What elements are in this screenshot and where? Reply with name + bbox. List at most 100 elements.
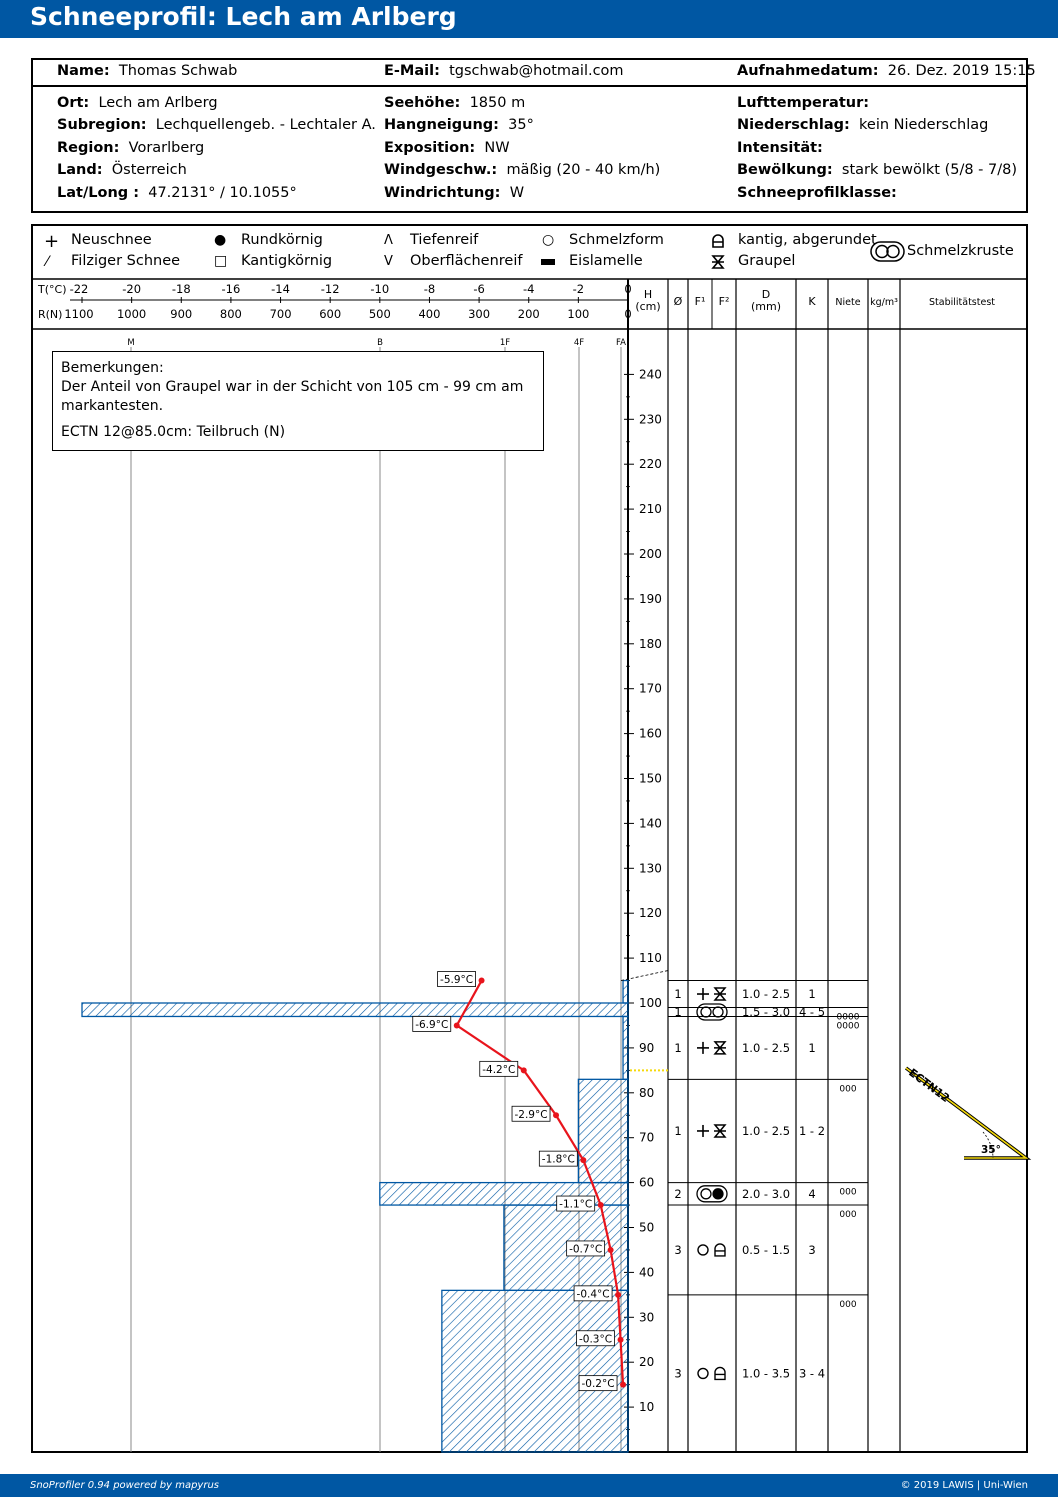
ram-profile-segment	[622, 1015, 629, 1080]
stability-test-label: ECTN12	[906, 1066, 952, 1105]
subregion-label: Subregion:	[57, 117, 147, 133]
land-value: Österreich	[111, 162, 187, 178]
name-value: Thomas Schwab	[118, 63, 238, 79]
resistance-tick-label: 300	[468, 307, 490, 321]
hardness-label: FA	[616, 338, 626, 348]
legend-schmelzform: Schmelzform	[569, 232, 664, 248]
temperature-tick-label: 0	[624, 282, 631, 296]
temperature-label-box	[412, 1016, 452, 1032]
temperature-label: -0.2°C	[581, 1378, 614, 1390]
legend-eislamelle: Eislamelle	[569, 253, 643, 269]
temperature-label-box	[556, 1195, 596, 1212]
height-tick-label: 130	[639, 861, 662, 875]
klasse-label: Schneeprofilklasse:	[737, 185, 897, 201]
ort-value: Lech am Arlberg	[98, 95, 218, 111]
niederschlag-value: kein Niederschlag	[859, 117, 989, 133]
niederschlag-label: Niederschlag:	[737, 117, 850, 133]
neuschnee-icon: +	[44, 231, 60, 252]
email-value: tgschwab@hotmail.com	[449, 63, 624, 79]
height-tick-label: 110	[639, 951, 662, 965]
layer-grain-size: 1.0 - 3.5	[742, 1366, 790, 1380]
remarks-test: ECTN 12@85.0cm: Teilbruch (N)	[61, 424, 286, 440]
resistance-tick-label: 600	[319, 307, 341, 321]
page-title: Schneeprofil: Lech am Arlberg	[30, 2, 457, 31]
height-tick-label: 50	[639, 1221, 654, 1235]
windrichtung-value: W	[509, 185, 525, 201]
layer-grain-size: 1.0 - 2.5	[742, 1041, 790, 1055]
windgeschw-label: Windgeschw.:	[384, 162, 498, 178]
layer-diameter: 1	[674, 1005, 681, 1019]
height-tick-label: 210	[639, 502, 662, 516]
date-label: Aufnahmedatum:	[737, 63, 879, 79]
height-tick-label: 10	[639, 1400, 654, 1414]
legend-graupel: Graupel	[738, 253, 796, 269]
layer-grain-size: 1.0 - 2.5	[742, 1124, 790, 1138]
name-label: Name:	[57, 63, 110, 79]
latlong-value: 47.2131° / 10.1055°	[148, 185, 297, 201]
graupel-icon	[713, 1124, 727, 1138]
height-tick-label: 120	[639, 906, 662, 920]
stability-slope	[905, 1067, 1029, 1159]
hardness-label: B	[377, 338, 383, 348]
tiefenreif-icon: Λ	[384, 233, 393, 248]
temperature-label: -1.8°C	[542, 1154, 575, 1166]
h-unit-label: (cm)	[635, 300, 660, 313]
land-label: Land:	[57, 162, 103, 178]
footer: SnoProfiler 0.94 powered by mapyrus © 20…	[0, 1474, 1058, 1497]
slope-angle-arc	[982, 1131, 994, 1159]
height-tick-label: 200	[639, 547, 662, 561]
layer-niete: 000	[839, 1084, 856, 1094]
resistance-axis-label: R(N)	[38, 308, 62, 321]
temperature-tick-label: -2	[573, 282, 584, 296]
footer-right: © 2019 LAWIS | Uni-Wien	[900, 1480, 1028, 1491]
resistance-tick-label: 100	[567, 307, 589, 321]
exposition-value: NW	[484, 140, 510, 156]
layer-diameter: 2	[674, 1187, 681, 1201]
graupel-icon	[713, 1041, 727, 1055]
temperature-point	[620, 1381, 627, 1388]
windrichtung-label: Windrichtung:	[384, 185, 501, 201]
layer-niete: 000	[839, 1188, 856, 1198]
layer-grain-size: 1.0 - 2.5	[742, 987, 790, 1001]
layer-hardness: 3 - 4	[799, 1366, 825, 1380]
temperature-label: -0.7°C	[569, 1243, 602, 1255]
schmelzform-icon	[697, 1244, 709, 1256]
neuschnee-icon	[697, 1124, 709, 1137]
temperature-label: -2.9°C	[514, 1109, 547, 1121]
exposition-label: Exposition:	[384, 140, 476, 156]
layer-diameter: 3	[674, 1366, 681, 1380]
temperature-point	[607, 1246, 614, 1253]
remarks-box: Bemerkungen: Der Anteil von Graupel war …	[52, 351, 544, 451]
info-box	[31, 58, 1028, 213]
height-tick-label: 30	[639, 1310, 654, 1324]
kantig-abgerundet-icon	[712, 234, 724, 248]
temperature-label-box	[573, 1285, 613, 1302]
layer-niete: 0000	[837, 1012, 860, 1022]
ram-profile-segment	[441, 1289, 629, 1453]
layer-hardness: 1 - 2	[799, 1124, 825, 1138]
temperature-label-box	[511, 1105, 551, 1122]
temperature-label-box	[437, 971, 476, 987]
legend-filzig: Filziger Schnee	[71, 253, 181, 269]
title-bar: Schneeprofil: Lech am Arlberg	[0, 0, 1058, 38]
bewoelkung-label: Bewölkung:	[737, 162, 833, 178]
legend-tiefenreif: Tiefenreif	[410, 232, 479, 248]
resistance-tick-label: 1000	[117, 307, 146, 321]
legend-oberflaechenreif: Oberflächenreif	[410, 253, 523, 269]
resistance-tick-label: 1100	[64, 307, 93, 321]
height-tick-label: 70	[639, 1131, 654, 1145]
subregion-value: Lechquellengeb. - Lechtaler A.	[155, 117, 376, 133]
schmelzkruste-icon	[870, 241, 905, 262]
layer-diameter: 1	[674, 1124, 681, 1138]
temperature-point	[520, 1067, 527, 1074]
temperature-label-box	[538, 1150, 578, 1167]
temperature-point	[580, 1157, 587, 1164]
niete-column-header: Niete	[835, 297, 860, 308]
temperature-tick-label: -22	[70, 282, 89, 296]
schmelzkruste-icon	[696, 1003, 728, 1021]
oberflaechenreif-icon: V	[384, 254, 393, 269]
region-label: Region:	[57, 140, 120, 156]
temperature-tick-label: -16	[222, 282, 241, 296]
d-column-header: D	[762, 288, 770, 301]
